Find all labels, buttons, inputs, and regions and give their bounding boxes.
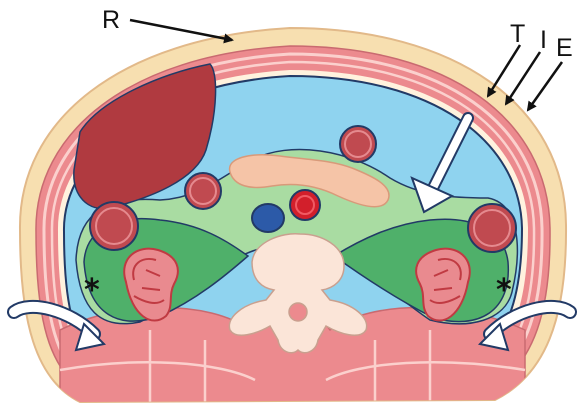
asterisk-right: *: [496, 273, 512, 308]
bowel-loop-left: [90, 202, 138, 250]
inferior-vena-cava: [252, 204, 284, 232]
label-i: I: [540, 26, 547, 54]
arrow-r: [130, 20, 232, 40]
aorta: [290, 190, 320, 220]
arrow-e: [528, 62, 562, 110]
asterisk-left: *: [84, 273, 100, 308]
bowel-loop-right: [468, 204, 516, 252]
label-t: T: [510, 20, 525, 48]
label-r: R: [102, 6, 120, 34]
spinal-canal: [289, 303, 307, 321]
label-e: E: [556, 34, 573, 62]
